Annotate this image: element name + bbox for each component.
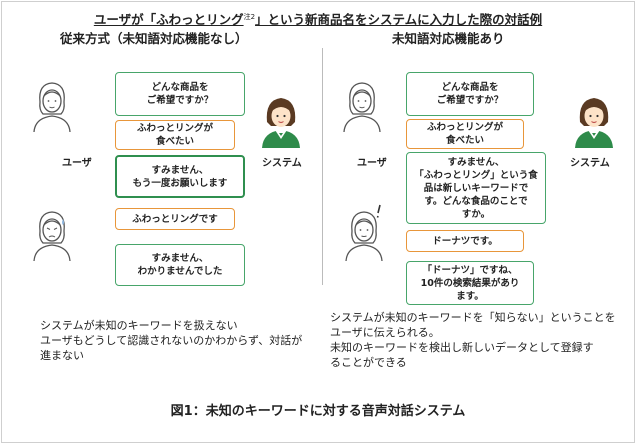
system-operator-icon (262, 98, 300, 148)
left-heading: 従来方式（未知語対応機能なし） (60, 31, 248, 46)
column-divider (322, 48, 323, 285)
right-system-label: システム (570, 158, 610, 169)
user-avatar-icon (343, 82, 381, 132)
right-description: システムが未知のキーワードを「知らない」ということを ユーザに伝えられる。 未知… (330, 311, 616, 369)
left-system-bubble-2: すみません、 もう一度お願いします (115, 155, 245, 198)
user-avatar-icon (33, 82, 71, 132)
left-user-bubble-2: ふわっとリングです (115, 208, 235, 230)
figure-title: ユーザが「ふわっとリング注2」という新商品名をシステムに入力した際の対話例 (0, 9, 636, 28)
title-suffix: 」という新商品名をシステムに入力した際の対話例 (255, 12, 543, 27)
right-heading: 未知語対応機能あり (392, 31, 505, 46)
left-system-bubble-3: すみません、 わかりませんでした (115, 244, 245, 286)
system-operator-icon (575, 98, 613, 148)
right-user-label: ユーザ (357, 158, 387, 169)
left-system-bubble-1: どんな商品を ご希望ですか？ (115, 72, 245, 116)
left-user-label: ユーザ (62, 158, 92, 169)
left-user-bubble-1: ふわっとリングが 食べたい (115, 120, 235, 150)
title-prefix: ユーザが「ふわっとリング (93, 12, 244, 27)
title-note: 注2 (243, 12, 256, 21)
right-user-bubble-2: ドーナツです。 (406, 230, 524, 252)
right-user-bubble-1: ふわっとリングが 食べたい (406, 119, 524, 149)
left-system-label: システム (262, 158, 302, 169)
thinking-user-icon (345, 204, 383, 261)
confused-user-icon (33, 211, 71, 261)
figure-caption: 図1：未知のキーワードに対する音声対話システム (170, 404, 466, 419)
right-system-bubble-1: どんな商品を ご希望ですか？ (406, 72, 534, 116)
left-description: システムが未知のキーワードを扱えない ユーザもどうして認識されないのかわからず、… (40, 319, 303, 362)
right-system-bubble-2: すみません、 「ふわっとリング」という食 品は新しいキーワードで す。どんな食品… (406, 152, 546, 224)
right-system-bubble-3: 「ドーナツ」ですね、 10件の検索結果があり ます。 (406, 261, 534, 305)
